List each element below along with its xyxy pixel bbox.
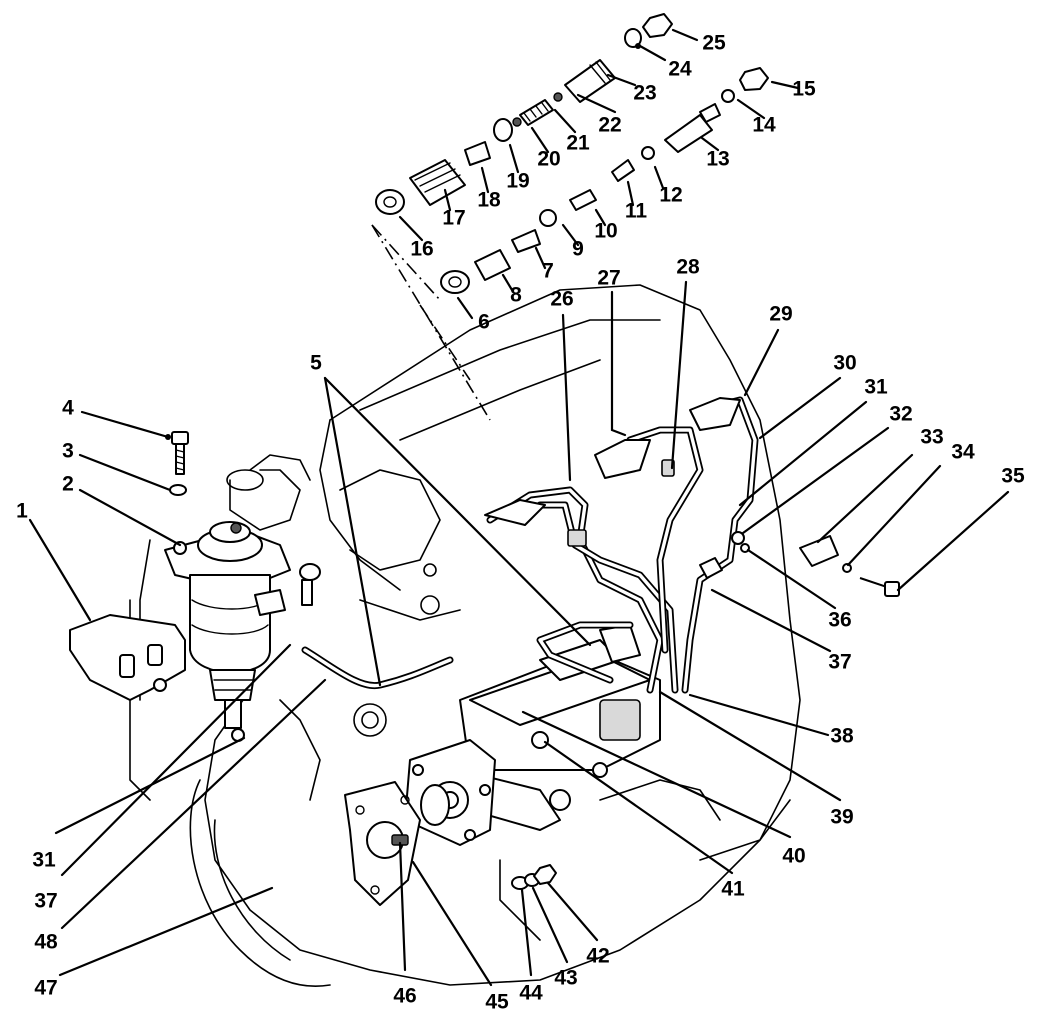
callout-20: 20 [537, 148, 560, 171]
callout-44: 44 [519, 982, 543, 1005]
callout-26: 26 [550, 288, 573, 311]
callout-48: 48 [34, 931, 58, 954]
callout-15: 15 [792, 78, 816, 101]
leader-lines [28, 28, 1010, 987]
callout-43: 43 [554, 967, 577, 990]
callout-37-lower: 37 [34, 890, 57, 913]
callout-33: 33 [920, 426, 943, 449]
callout-35: 35 [1001, 465, 1025, 488]
callout-22: 22 [598, 114, 621, 137]
callout-31-upper: 31 [864, 376, 888, 399]
callout-9: 9 [572, 238, 584, 261]
callout-10: 10 [594, 220, 617, 243]
callout-42: 42 [586, 945, 609, 968]
callout-47: 47 [34, 977, 57, 1000]
callout-1: 1 [16, 500, 28, 523]
callout-30: 30 [833, 352, 856, 375]
callout-34: 34 [951, 441, 975, 464]
callout-5: 5 [310, 352, 322, 375]
callout-14: 14 [752, 114, 776, 137]
callout-40: 40 [782, 845, 805, 868]
callout-13: 13 [706, 148, 729, 171]
callout-37-right: 37 [828, 651, 851, 674]
callout-28: 28 [676, 256, 700, 279]
callout-7: 7 [542, 260, 554, 283]
callout-labels: 1 2 3 4 5 6 7 8 9 10 11 12 13 14 15 16 1… [16, 32, 1025, 1014]
exploded-injector-parts [375, 13, 769, 294]
callout-19: 19 [506, 170, 529, 193]
callout-12: 12 [659, 184, 682, 207]
callout-45: 45 [485, 991, 509, 1014]
callout-8: 8 [510, 284, 522, 307]
callout-36: 36 [828, 609, 851, 632]
callout-2: 2 [62, 473, 74, 496]
fuel-lines [301, 396, 900, 694]
callout-24: 24 [668, 58, 692, 81]
callout-25: 25 [702, 32, 726, 55]
callout-6: 6 [478, 311, 490, 334]
callout-16: 16 [410, 238, 433, 261]
callout-41: 41 [721, 878, 745, 901]
callout-11: 11 [625, 200, 648, 223]
callout-23: 23 [633, 82, 656, 105]
callout-27: 27 [597, 267, 620, 290]
callout-38: 38 [830, 725, 854, 748]
callout-4: 4 [62, 397, 74, 420]
callout-46: 46 [393, 985, 416, 1008]
fuel-filter-assembly [69, 431, 321, 742]
callout-21: 21 [566, 132, 590, 155]
callout-3: 3 [62, 440, 74, 463]
callout-39: 39 [830, 806, 853, 829]
callout-18: 18 [477, 189, 501, 212]
injection-pump [344, 624, 661, 906]
callout-17: 17 [442, 207, 465, 230]
callout-32: 32 [889, 403, 912, 426]
callout-29: 29 [769, 303, 792, 326]
assembly-lines [371, 224, 491, 421]
callout-31-lower: 31 [32, 849, 56, 872]
